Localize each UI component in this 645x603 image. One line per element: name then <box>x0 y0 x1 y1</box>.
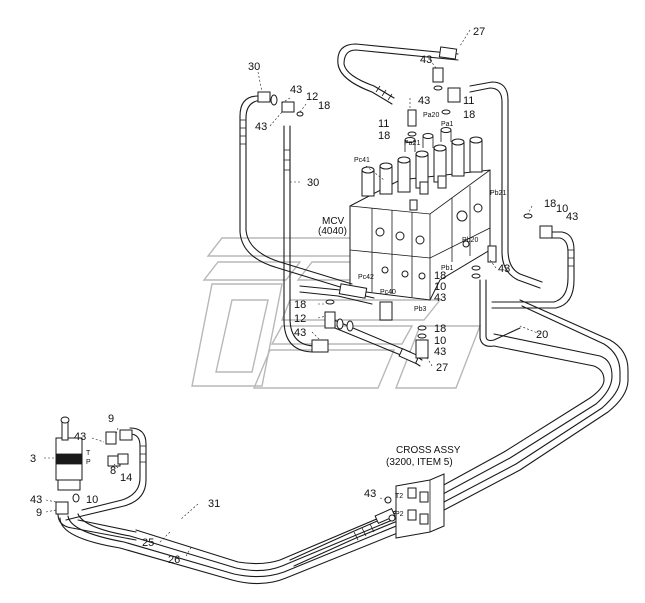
port-label: Pc42 <box>358 274 374 281</box>
hose-to-cross <box>289 508 401 567</box>
mcv-label: MCV <box>322 216 345 227</box>
part-label: 43 <box>418 95 430 107</box>
part-label: 26 <box>168 554 180 566</box>
port-label: T2 <box>395 493 403 500</box>
part-label: 27 <box>473 26 485 38</box>
port-label: Pb21 <box>490 190 506 197</box>
part-label: 43 <box>566 211 578 223</box>
port-label: Pa21 <box>404 140 420 147</box>
part-label: 43 <box>30 494 42 506</box>
part-label: 10 <box>556 203 568 215</box>
part-label: 43 <box>294 327 306 339</box>
part-label: 10 <box>434 281 446 293</box>
cross-assy <box>384 473 445 539</box>
hose-right-43 <box>491 231 575 309</box>
part-label: 10 <box>434 335 446 347</box>
port-label: Pb1 <box>441 265 454 272</box>
part-label: 11 <box>378 118 389 130</box>
port-label: Pb20 <box>462 237 478 244</box>
part-label: 43 <box>498 263 510 275</box>
pipe-pc42 <box>299 283 375 305</box>
port-label: Pb3 <box>414 306 427 313</box>
port-label: Pc41 <box>354 157 370 164</box>
part-label: 14 <box>120 472 132 484</box>
cross-assy-ref-label: (3200, ITEM 5) <box>386 457 453 468</box>
port-label: P2 <box>395 511 404 518</box>
valve-spools <box>361 127 483 197</box>
part-label: 18 <box>434 270 446 282</box>
port-label: P <box>86 459 91 466</box>
port-label: T <box>86 450 91 457</box>
valve-ports <box>375 175 483 280</box>
port-label: Pa20 <box>423 112 439 119</box>
port-label: Pc40 <box>380 289 396 296</box>
part-label: 10 <box>86 494 98 506</box>
part-label: 31 <box>208 498 220 510</box>
part-label: 9 <box>36 507 42 519</box>
part-label: 20 <box>536 329 548 341</box>
part-label: 8 <box>110 465 116 477</box>
part-label: 43 <box>434 346 446 358</box>
cross-assy-label: CROSS ASSY <box>396 445 461 456</box>
part-label: 18 <box>463 109 475 121</box>
hose-right-long <box>469 81 543 289</box>
part-label: 18 <box>544 198 556 210</box>
pilot-control-valve <box>55 416 133 515</box>
part-label: 18 <box>378 130 390 142</box>
part-label: 3 <box>30 453 36 465</box>
part-number-labels: 30 43 12 18 43 30 27 43 43 11 18 11 18 1… <box>30 26 578 566</box>
part-label: 43 <box>255 121 267 133</box>
part-label: 12 <box>294 313 306 325</box>
hose-27-top <box>337 43 459 105</box>
pipe-pb3-27 <box>329 319 423 367</box>
part-label: 43 <box>420 54 432 66</box>
hose-30-left <box>239 95 353 291</box>
hose-25-26-left <box>57 427 147 541</box>
mcv-code-label: (4040) <box>318 226 347 237</box>
assembly-labels: MCV (4040) CROSS ASSY (3200, ITEM 5) <box>318 216 461 468</box>
fittings <box>257 67 553 359</box>
port-labels: Pa20 Pa1 Pa21 Pc41 Pb21 Pb20 Pb1 Pc42 Pc… <box>86 112 506 518</box>
pipe-20 <box>479 279 521 347</box>
part-label: 43 <box>434 292 446 304</box>
part-label: 9 <box>108 413 114 425</box>
part-label: 43 <box>364 488 376 500</box>
part-label: 25 <box>142 537 154 549</box>
part-label: 18 <box>434 323 446 335</box>
part-label: 27 <box>436 362 448 374</box>
part-label: 18 <box>318 100 330 112</box>
part-label: 11 <box>463 95 474 107</box>
hose-30-vertical <box>283 125 317 353</box>
part-label: 12 <box>306 91 318 103</box>
port-label: Pa1 <box>441 121 454 128</box>
part-label: 30 <box>248 61 260 73</box>
part-label: 30 <box>307 177 319 189</box>
part-label: 18 <box>294 299 306 311</box>
leader-lines <box>44 29 541 557</box>
part-label: 43 <box>290 84 302 96</box>
part-label: 43 <box>74 431 86 443</box>
long-pipe-loop <box>59 299 629 585</box>
